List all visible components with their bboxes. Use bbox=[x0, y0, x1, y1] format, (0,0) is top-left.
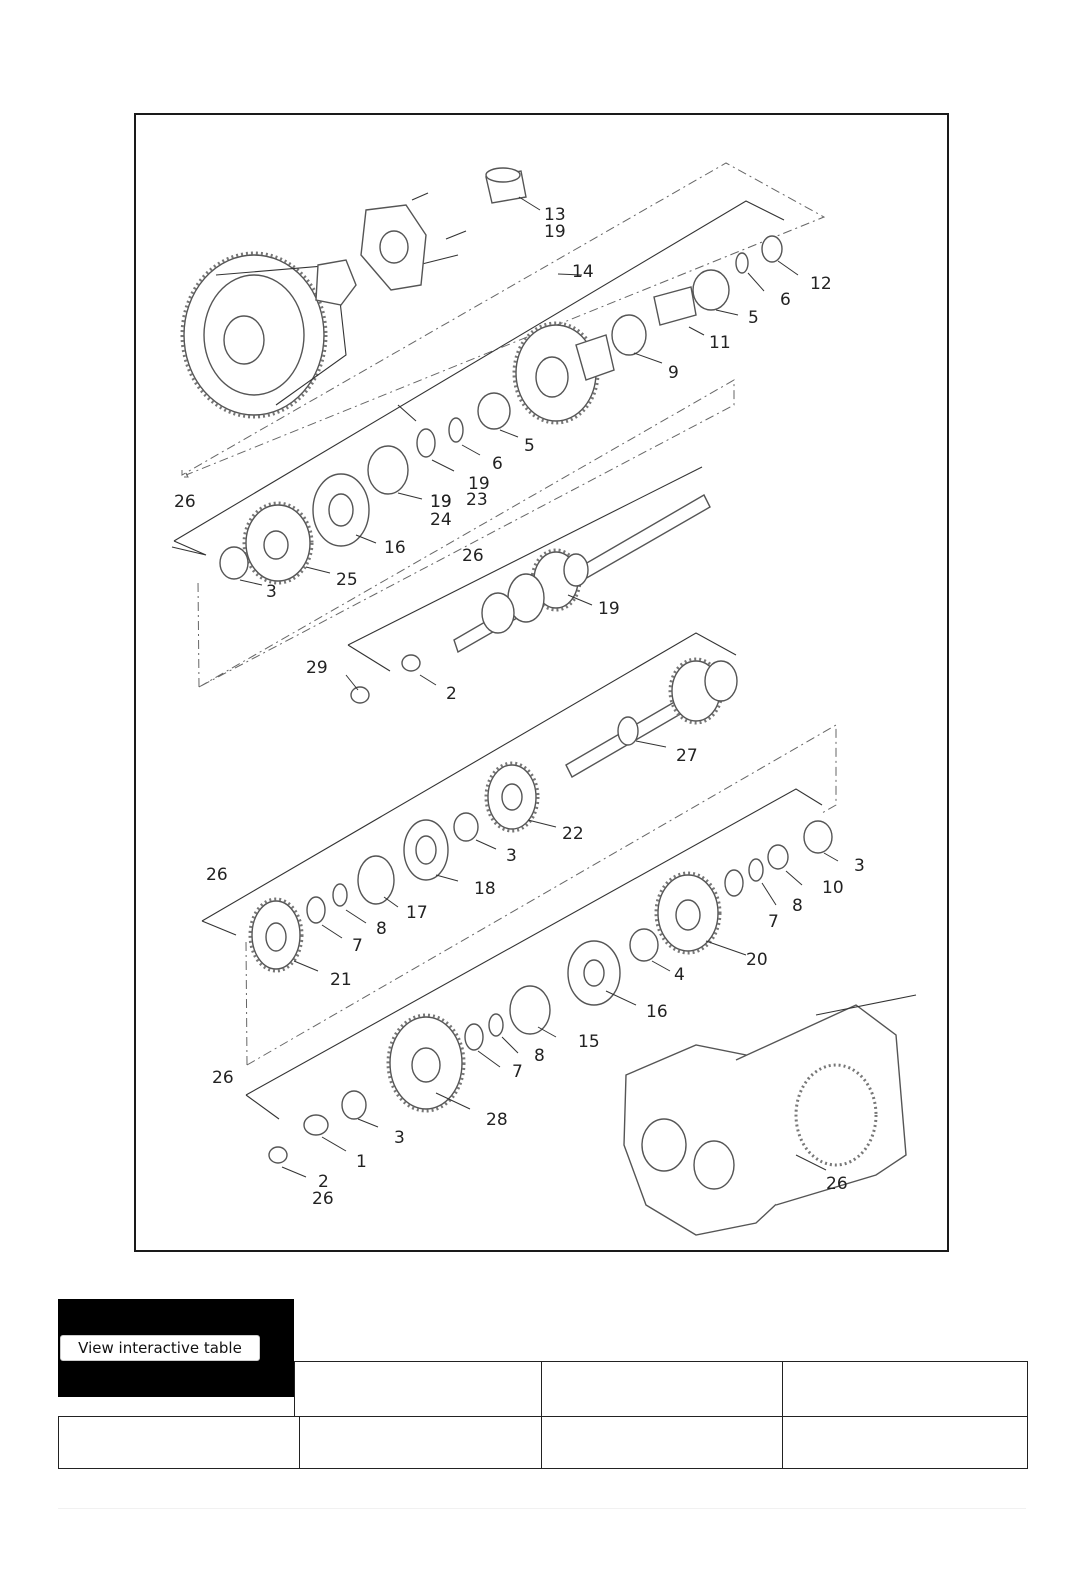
callout-label: 6 bbox=[780, 290, 791, 310]
callout-label: 26 bbox=[462, 546, 484, 566]
gearbox-housing bbox=[623, 994, 917, 1236]
callout-label: 24 bbox=[430, 510, 452, 530]
callout-label: 25 bbox=[336, 570, 358, 590]
callout-label: 9 bbox=[668, 363, 679, 383]
callout-label: 19 bbox=[468, 474, 490, 494]
callout-label: 19 bbox=[544, 222, 566, 242]
callout-label: 8 bbox=[534, 1046, 545, 1066]
callout-label: 12 bbox=[810, 274, 832, 294]
callout-label: 18 bbox=[474, 879, 496, 899]
bolts bbox=[411, 192, 467, 240]
output-shaft bbox=[565, 657, 738, 778]
callout-label: 7 bbox=[768, 912, 779, 932]
callout-label: 15 bbox=[578, 1032, 600, 1052]
leader-lines bbox=[239, 196, 839, 1178]
callout-label: 22 bbox=[562, 824, 584, 844]
callout-label: 16 bbox=[384, 538, 406, 558]
exploded-parts-diagram: 13 19 14 12 6 5 11 9 5 6 19 19 23 19 24 … bbox=[134, 113, 949, 1252]
callout-label: 26 bbox=[206, 865, 228, 885]
table-cell bbox=[294, 1361, 543, 1418]
callout-label: 1 bbox=[356, 1152, 367, 1172]
callout-label: 26 bbox=[174, 492, 196, 512]
transmission-exploded-view: 13 19 14 12 6 5 11 9 5 6 19 19 23 19 24 … bbox=[171, 162, 917, 1236]
callout-label: 7 bbox=[352, 936, 363, 956]
upper-shaft-parts bbox=[219, 235, 783, 585]
callout-label: 6 bbox=[492, 454, 503, 474]
callout-label: 3 bbox=[266, 582, 277, 602]
callout-label: 7 bbox=[512, 1062, 523, 1082]
callout-label: 3 bbox=[506, 846, 517, 866]
callout-label: 4 bbox=[674, 965, 685, 985]
callout-label: 19 bbox=[430, 492, 452, 512]
callout-label: 20 bbox=[746, 950, 768, 970]
callout-label: 8 bbox=[792, 896, 803, 916]
table-cell bbox=[782, 1361, 1028, 1418]
callout-label: 10 bbox=[822, 878, 844, 898]
callout-label: 5 bbox=[524, 436, 535, 456]
callout-label: 14 bbox=[572, 262, 594, 282]
clutch-basket-gear bbox=[180, 251, 347, 419]
callout-label: 29 bbox=[306, 658, 328, 678]
callout-label: 5 bbox=[748, 308, 759, 328]
callout-label: 26 bbox=[212, 1068, 234, 1088]
callout-label: 28 bbox=[486, 1110, 508, 1130]
callout-label: 23 bbox=[466, 490, 488, 510]
callout-label: 8 bbox=[376, 919, 387, 939]
input-shaft bbox=[350, 494, 711, 704]
callout-label: 21 bbox=[330, 970, 352, 990]
callout-label: 11 bbox=[709, 333, 731, 353]
bushing-13 bbox=[485, 167, 527, 204]
middle-parts bbox=[248, 761, 833, 1164]
table-cell bbox=[782, 1416, 1028, 1469]
callout-label: 17 bbox=[406, 903, 428, 923]
callout-label: 19 bbox=[430, 492, 452, 512]
callout-label: 3 bbox=[854, 856, 865, 876]
view-interactive-table-button[interactable]: View interactive table bbox=[60, 1335, 260, 1361]
callout-label: 19 bbox=[598, 599, 620, 619]
callout-label: 3 bbox=[394, 1128, 405, 1148]
callout-label: 2 bbox=[446, 684, 457, 704]
callout-labels: 13 19 14 12 6 5 11 9 5 6 19 19 23 19 24 … bbox=[174, 205, 865, 1209]
callout-label: 27 bbox=[676, 746, 698, 766]
callout-label: 2 bbox=[318, 1172, 329, 1192]
callout-label: 26 bbox=[312, 1189, 334, 1209]
table-cell bbox=[58, 1416, 301, 1469]
table-cell bbox=[541, 1361, 784, 1418]
divider bbox=[58, 1508, 1026, 1509]
callout-label: 16 bbox=[646, 1002, 668, 1022]
cover-plate bbox=[315, 204, 427, 306]
table-cell bbox=[299, 1416, 543, 1469]
group-outlines bbox=[171, 162, 837, 1120]
table-cell bbox=[541, 1416, 784, 1469]
callout-label: 26 bbox=[826, 1174, 848, 1194]
callout-label: 13 bbox=[544, 205, 566, 225]
